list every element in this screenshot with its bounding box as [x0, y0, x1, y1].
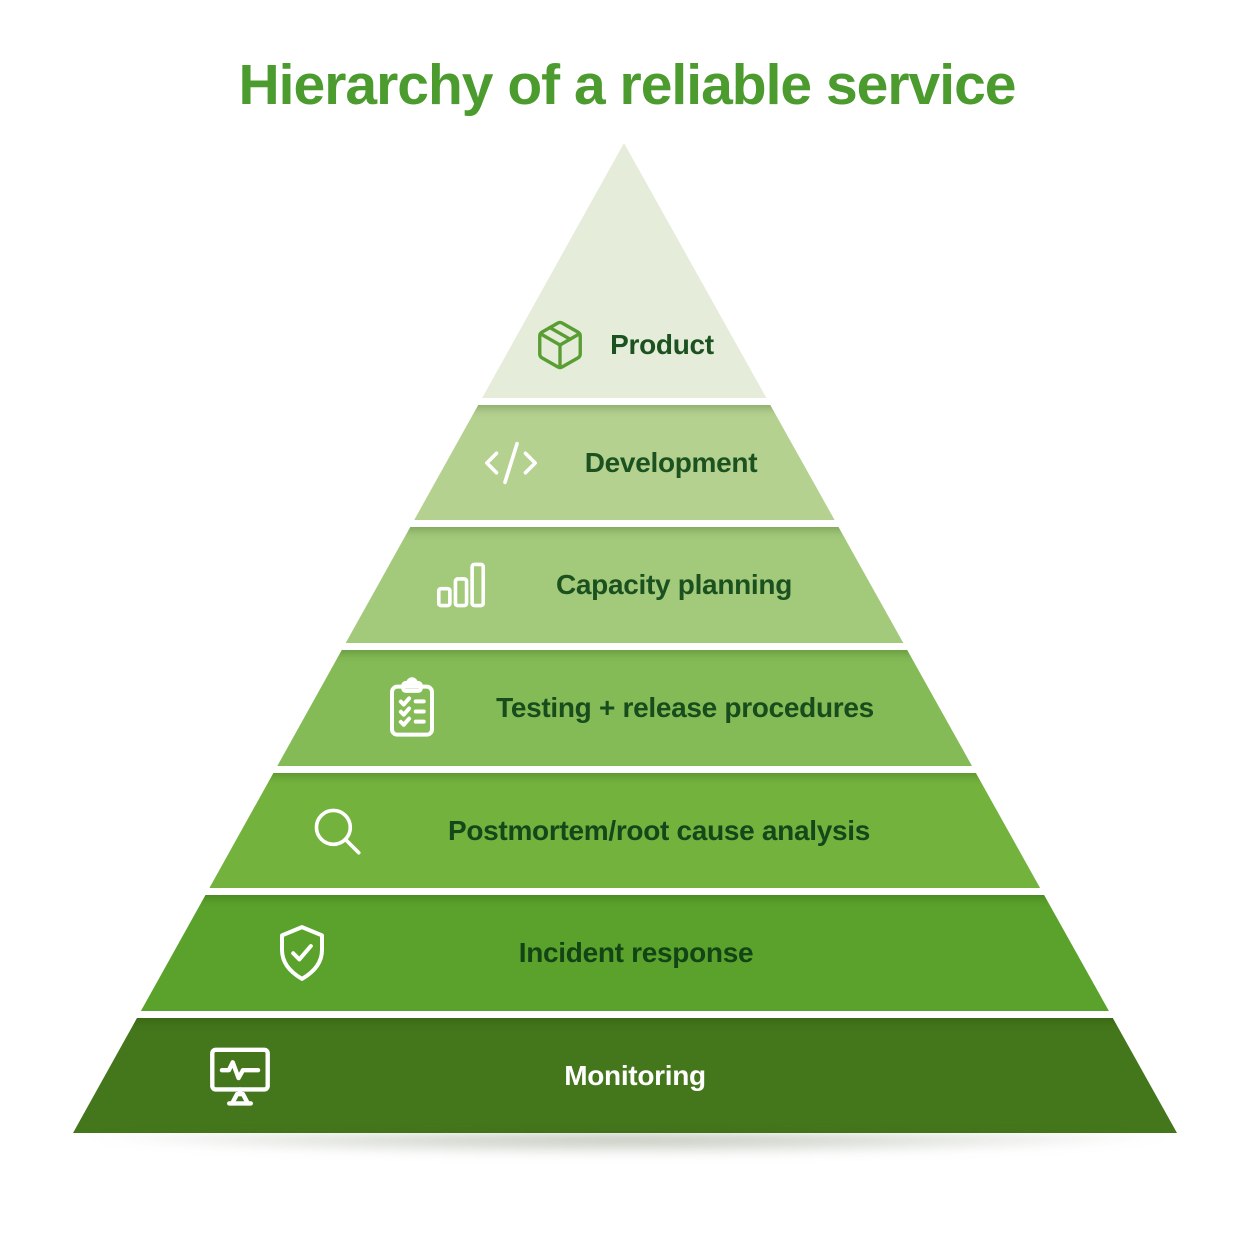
pyramid-level-incident-response: Incident response [140, 895, 1109, 1011]
clipboard-checklist-icon [380, 676, 444, 740]
pyramid-level-development: Development [414, 405, 835, 520]
pyramid-shadow [85, 1134, 1169, 1156]
page-title: Hierarchy of a reliable service [238, 53, 1017, 117]
pyramid-level-monitoring: Monitoring [73, 1018, 1177, 1133]
pyramid-level-label: Development [584, 446, 758, 478]
pyramid-level-label: Incident response [518, 937, 754, 968]
monitor-pulse-icon [205, 1041, 275, 1111]
pyramid-level-postmortem-root-cause-analysis: Postmortem/root cause analysis [209, 773, 1041, 888]
pyramid-level-label: Product [610, 329, 714, 360]
pyramid-level-product: Product [482, 143, 767, 398]
pyramid-level-label: Capacity planning [555, 569, 793, 600]
bar-chart-icon [432, 556, 490, 614]
shield-check-icon [270, 921, 334, 985]
pyramid-level-label: Postmortem/root cause analysis [447, 814, 871, 846]
magnifying-glass-icon [308, 802, 366, 860]
pyramid-level-testing-release-procedures: Testing + release procedures [277, 650, 972, 766]
pyramid-level-label: Monitoring [564, 1059, 706, 1091]
pyramid-level-label: Testing + release procedures [496, 692, 874, 723]
package-icon [533, 318, 587, 372]
code-icon [482, 434, 540, 492]
pyramid-level-capacity-planning: Capacity planning [345, 527, 904, 643]
